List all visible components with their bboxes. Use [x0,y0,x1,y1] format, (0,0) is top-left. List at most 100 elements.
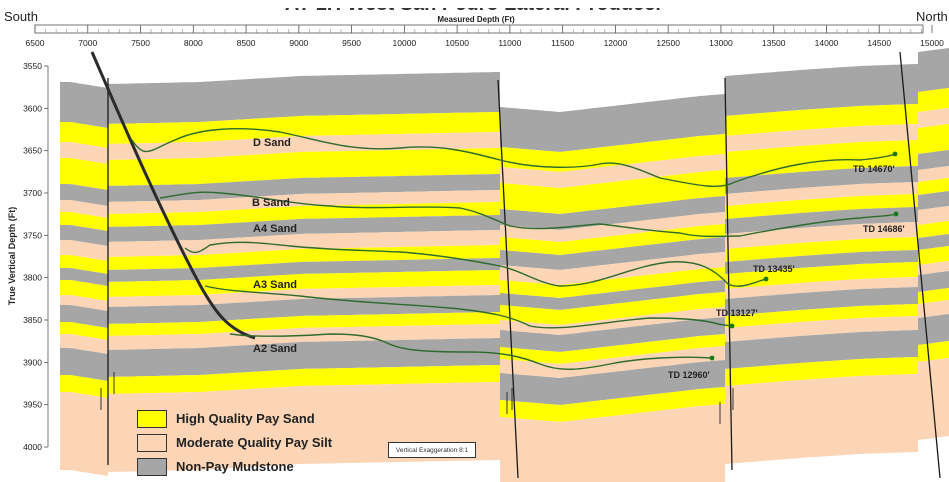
y-tick-label: 3650 [23,146,42,156]
legend-label: Non-Pay Mudstone [176,459,294,474]
y-tick-label: 3800 [23,273,42,283]
td-marker [892,151,898,157]
lateral-well-path [229,333,713,370]
silt-layer [918,166,949,182]
silt-layer [500,212,725,242]
silt-layer [108,132,500,160]
silt-layer [500,252,725,285]
y-tick-label: 4000 [23,442,42,452]
sand-layer [725,140,918,178]
silt-layer [108,324,500,350]
sand-layer [918,221,949,238]
silt-layer [60,240,108,261]
fault-line [724,77,733,471]
north-label: North [916,9,948,24]
x-tick-label: 6500 [26,38,45,48]
mud-layer [108,215,500,242]
fault-line [899,51,941,479]
sand-layer [60,375,108,398]
mud-layer [60,82,108,128]
x-tick-label: 9500 [342,38,361,48]
mud-layer [60,305,108,328]
y-tick-label: 3900 [23,357,42,367]
sand-layer [60,122,108,148]
sand-layer [500,134,725,172]
td-marker [709,355,715,361]
sand-layer [108,202,500,227]
x-tick-label: 7000 [78,38,97,48]
td-label: TD 14686' [863,224,905,234]
sand-layer [108,112,500,144]
x-tick-label: 15000 [920,38,944,48]
sand-layer [918,341,949,362]
mud-layer [918,234,949,250]
silt-layer [500,346,725,378]
x-tick-label: 11500 [551,38,574,48]
mud-layer [108,258,500,282]
silt-layer [500,154,725,188]
x-tick-label: 12000 [604,38,628,48]
mud-layer [500,196,725,230]
x-tick-label: 14500 [867,38,891,48]
td-label: TD 14670' [853,164,895,174]
sand-layer [108,365,500,394]
mud-layer [725,250,918,274]
mud-layer [725,64,918,116]
y-tick-label: 3600 [23,103,42,113]
sand-layer [918,88,949,112]
sand-layer [918,288,949,304]
sand-layer [108,245,500,270]
mud-layer [500,280,725,310]
mud-layer [918,191,949,210]
mud-layer [500,360,725,405]
sand-layer [918,178,949,195]
mud-layer [918,314,949,345]
sand-layer [108,148,500,186]
sand-layer [725,304,918,328]
vertical-well-path [90,51,256,340]
sand-layer [500,334,725,364]
td-marker [763,276,769,282]
sand-label: A2 Sand [253,343,297,355]
sand-layer [108,312,500,336]
silt-layer [60,200,108,218]
mud-layer [725,287,918,316]
sand-layer [60,280,108,301]
x-tick-label: 7500 [131,38,150,48]
td-marker [893,211,899,217]
mud-layer [918,271,949,292]
sand-swatch [137,410,167,428]
silt-layer [918,358,949,440]
lateral-well-path [204,285,733,329]
td-label: TD 12960' [668,370,710,380]
legend-label: High Quality Pay Sand [176,411,315,426]
sand-label: D Sand [253,137,291,149]
sand-layer [500,387,725,422]
sand-layer [500,170,725,214]
mud-layer [108,72,500,124]
lateral-well-path [159,191,897,238]
silt-layer [108,190,500,214]
silt-layer [725,374,918,464]
silt-layer [60,295,108,311]
mud-layer [108,295,500,324]
silt-swatch [137,434,167,452]
silt-layer [918,108,949,128]
mud-layer [500,94,725,152]
sand-layer [108,270,500,297]
mud-layer [918,150,949,170]
silt-layer [918,261,949,275]
silt-layer [60,334,108,354]
td-label: TD 13127' [716,308,758,318]
sand-layer [60,212,108,231]
x-axis-title: Measured Depth (Ft) [437,15,515,24]
sand-layer [918,246,949,265]
sand-layer [500,267,725,298]
mud-layer [500,237,725,270]
fault-line [497,79,519,479]
x-tick-label: 13000 [709,38,733,48]
x-tick-label: 8000 [184,38,203,48]
mud-layer [108,174,500,202]
